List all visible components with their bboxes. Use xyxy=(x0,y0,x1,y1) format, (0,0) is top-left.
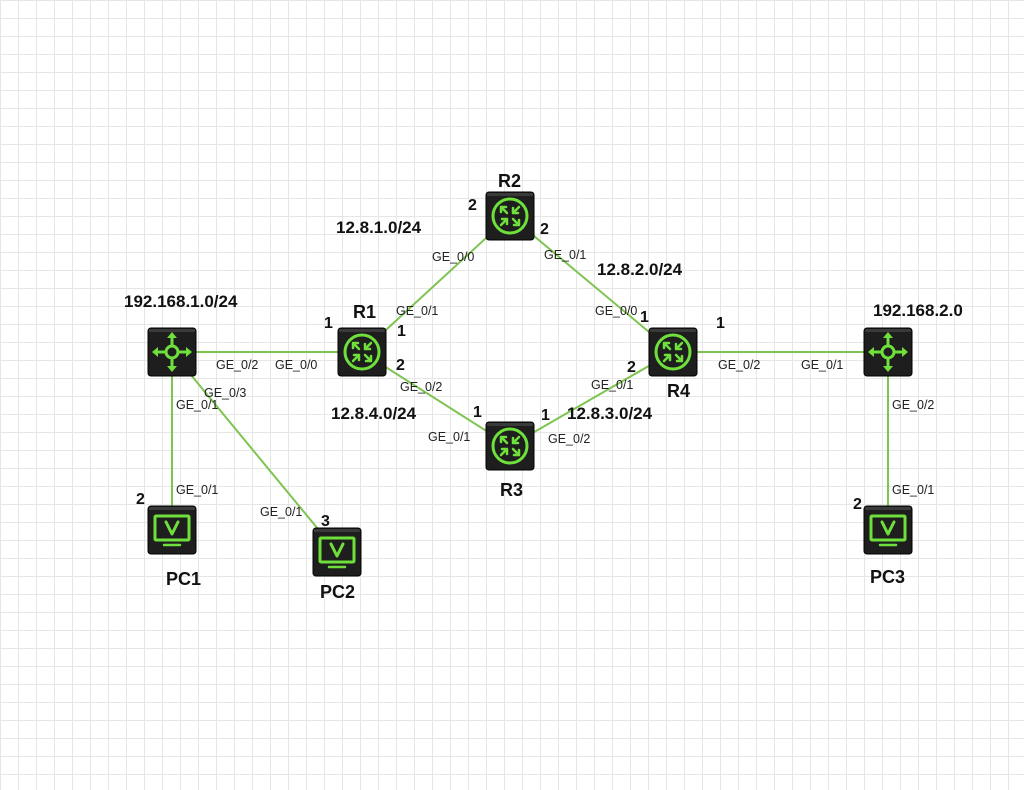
pc-pc1[interactable] xyxy=(147,505,197,555)
interface-number: 1 xyxy=(640,309,649,326)
interface-number: 1 xyxy=(473,404,482,421)
switch-sw2[interactable] xyxy=(863,327,913,377)
interface-number: 1 xyxy=(324,315,333,332)
port-label: GE_0/2 xyxy=(718,358,760,372)
port-label: GE_0/0 xyxy=(275,358,317,372)
subnet-label-r2-r4: 12.8.2.0/24 xyxy=(597,260,683,279)
subnet-label-r1-r3: 12.8.4.0/24 xyxy=(331,404,417,423)
interface-number: 2 xyxy=(540,221,549,238)
port-label: GE_0/1 xyxy=(544,248,586,262)
router-r3[interactable] xyxy=(485,421,535,471)
port-label: GE_0/2 xyxy=(216,358,258,372)
link-r3-r4 xyxy=(509,351,674,447)
node-name-pc3: PC3 xyxy=(870,567,905,587)
interface-number: 1 xyxy=(541,407,550,424)
port-label: GE_0/2 xyxy=(400,380,442,394)
node-name-r3: R3 xyxy=(500,480,523,500)
interface-number: 2 xyxy=(468,197,477,214)
link-r2-r4 xyxy=(509,215,674,353)
subnet-label-lan1: 192.168.1.0/24 xyxy=(124,292,238,311)
port-label: GE_0/1 xyxy=(892,483,934,497)
port-label: GE_0/0 xyxy=(432,250,474,264)
link-r1-r2 xyxy=(361,215,511,353)
router-r2[interactable] xyxy=(485,191,535,241)
node-name-r4: R4 xyxy=(667,381,690,401)
subnet-label-r1-r2: 12.8.1.0/24 xyxy=(336,218,422,237)
node-name-pc2: PC2 xyxy=(320,582,355,602)
link-sw1-pc2 xyxy=(171,351,338,553)
subnet-label-lan2: 192.168.2.0 xyxy=(873,301,963,320)
port-label: GE_0/1 xyxy=(428,430,470,444)
interface-number: 3 xyxy=(321,513,330,530)
port-label: GE_0/1 xyxy=(176,483,218,497)
router-r1[interactable] xyxy=(337,327,387,377)
port-label: GE_0/1 xyxy=(591,378,633,392)
interface-number: 1 xyxy=(716,315,725,332)
port-label: GE_0/3 xyxy=(204,386,246,400)
interface-number: 2 xyxy=(627,359,636,376)
router-r4[interactable] xyxy=(648,327,698,377)
interface-number: 2 xyxy=(136,491,145,508)
node-name-r2: R2 xyxy=(498,171,521,191)
interface-number: 2 xyxy=(853,496,862,513)
port-label: GE_0/1 xyxy=(176,398,218,412)
interface-number: 2 xyxy=(396,357,405,374)
subnet-label-r3-r4: 12.8.3.0/24 xyxy=(567,404,653,423)
node-name-r1: R1 xyxy=(353,302,376,322)
port-label: GE_0/1 xyxy=(801,358,843,372)
interface-number: 1 xyxy=(397,323,406,340)
port-label: GE_0/0 xyxy=(595,304,637,318)
switch-sw1[interactable] xyxy=(147,327,197,377)
pc-pc2[interactable] xyxy=(312,527,362,577)
pc-pc3[interactable] xyxy=(863,505,913,555)
node-name-pc1: PC1 xyxy=(166,569,201,589)
port-label: GE_0/2 xyxy=(548,432,590,446)
port-label: GE_0/1 xyxy=(260,505,302,519)
link-r1-r3 xyxy=(361,351,511,447)
port-label: GE_0/1 xyxy=(396,304,438,318)
port-label: GE_0/2 xyxy=(892,398,934,412)
